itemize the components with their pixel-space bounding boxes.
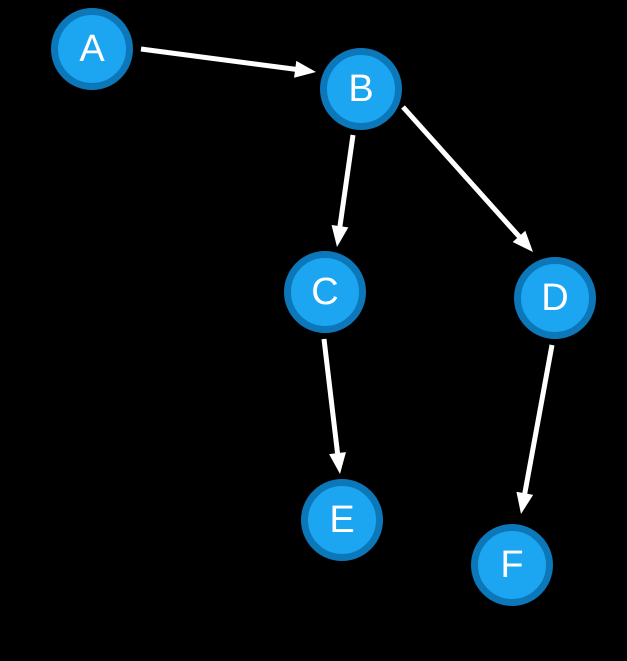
edge-line [337, 134, 356, 230]
edge-B-C [331, 134, 356, 247]
node-D[interactable]: D [514, 257, 596, 339]
edge-line [140, 46, 299, 73]
edge-line [521, 344, 555, 497]
edge-D-F [516, 344, 555, 514]
node-B[interactable]: B [320, 48, 402, 130]
edge-arrowhead-icon [329, 452, 346, 474]
edge-arrowhead-icon [294, 60, 316, 78]
edge-line [321, 338, 341, 457]
edge-arrowhead-icon [516, 491, 534, 514]
node-A[interactable]: A [51, 8, 133, 90]
node-E[interactable]: E [301, 479, 383, 561]
edge-arrowhead-icon [331, 225, 349, 247]
edge-B-D [401, 105, 533, 252]
node-C[interactable]: C [284, 251, 366, 333]
node-F[interactable]: F [471, 524, 553, 606]
edge-C-E [321, 338, 346, 474]
edge-line [401, 105, 523, 241]
edge-arrowhead-icon [512, 230, 533, 252]
edge-A-B [140, 46, 316, 78]
